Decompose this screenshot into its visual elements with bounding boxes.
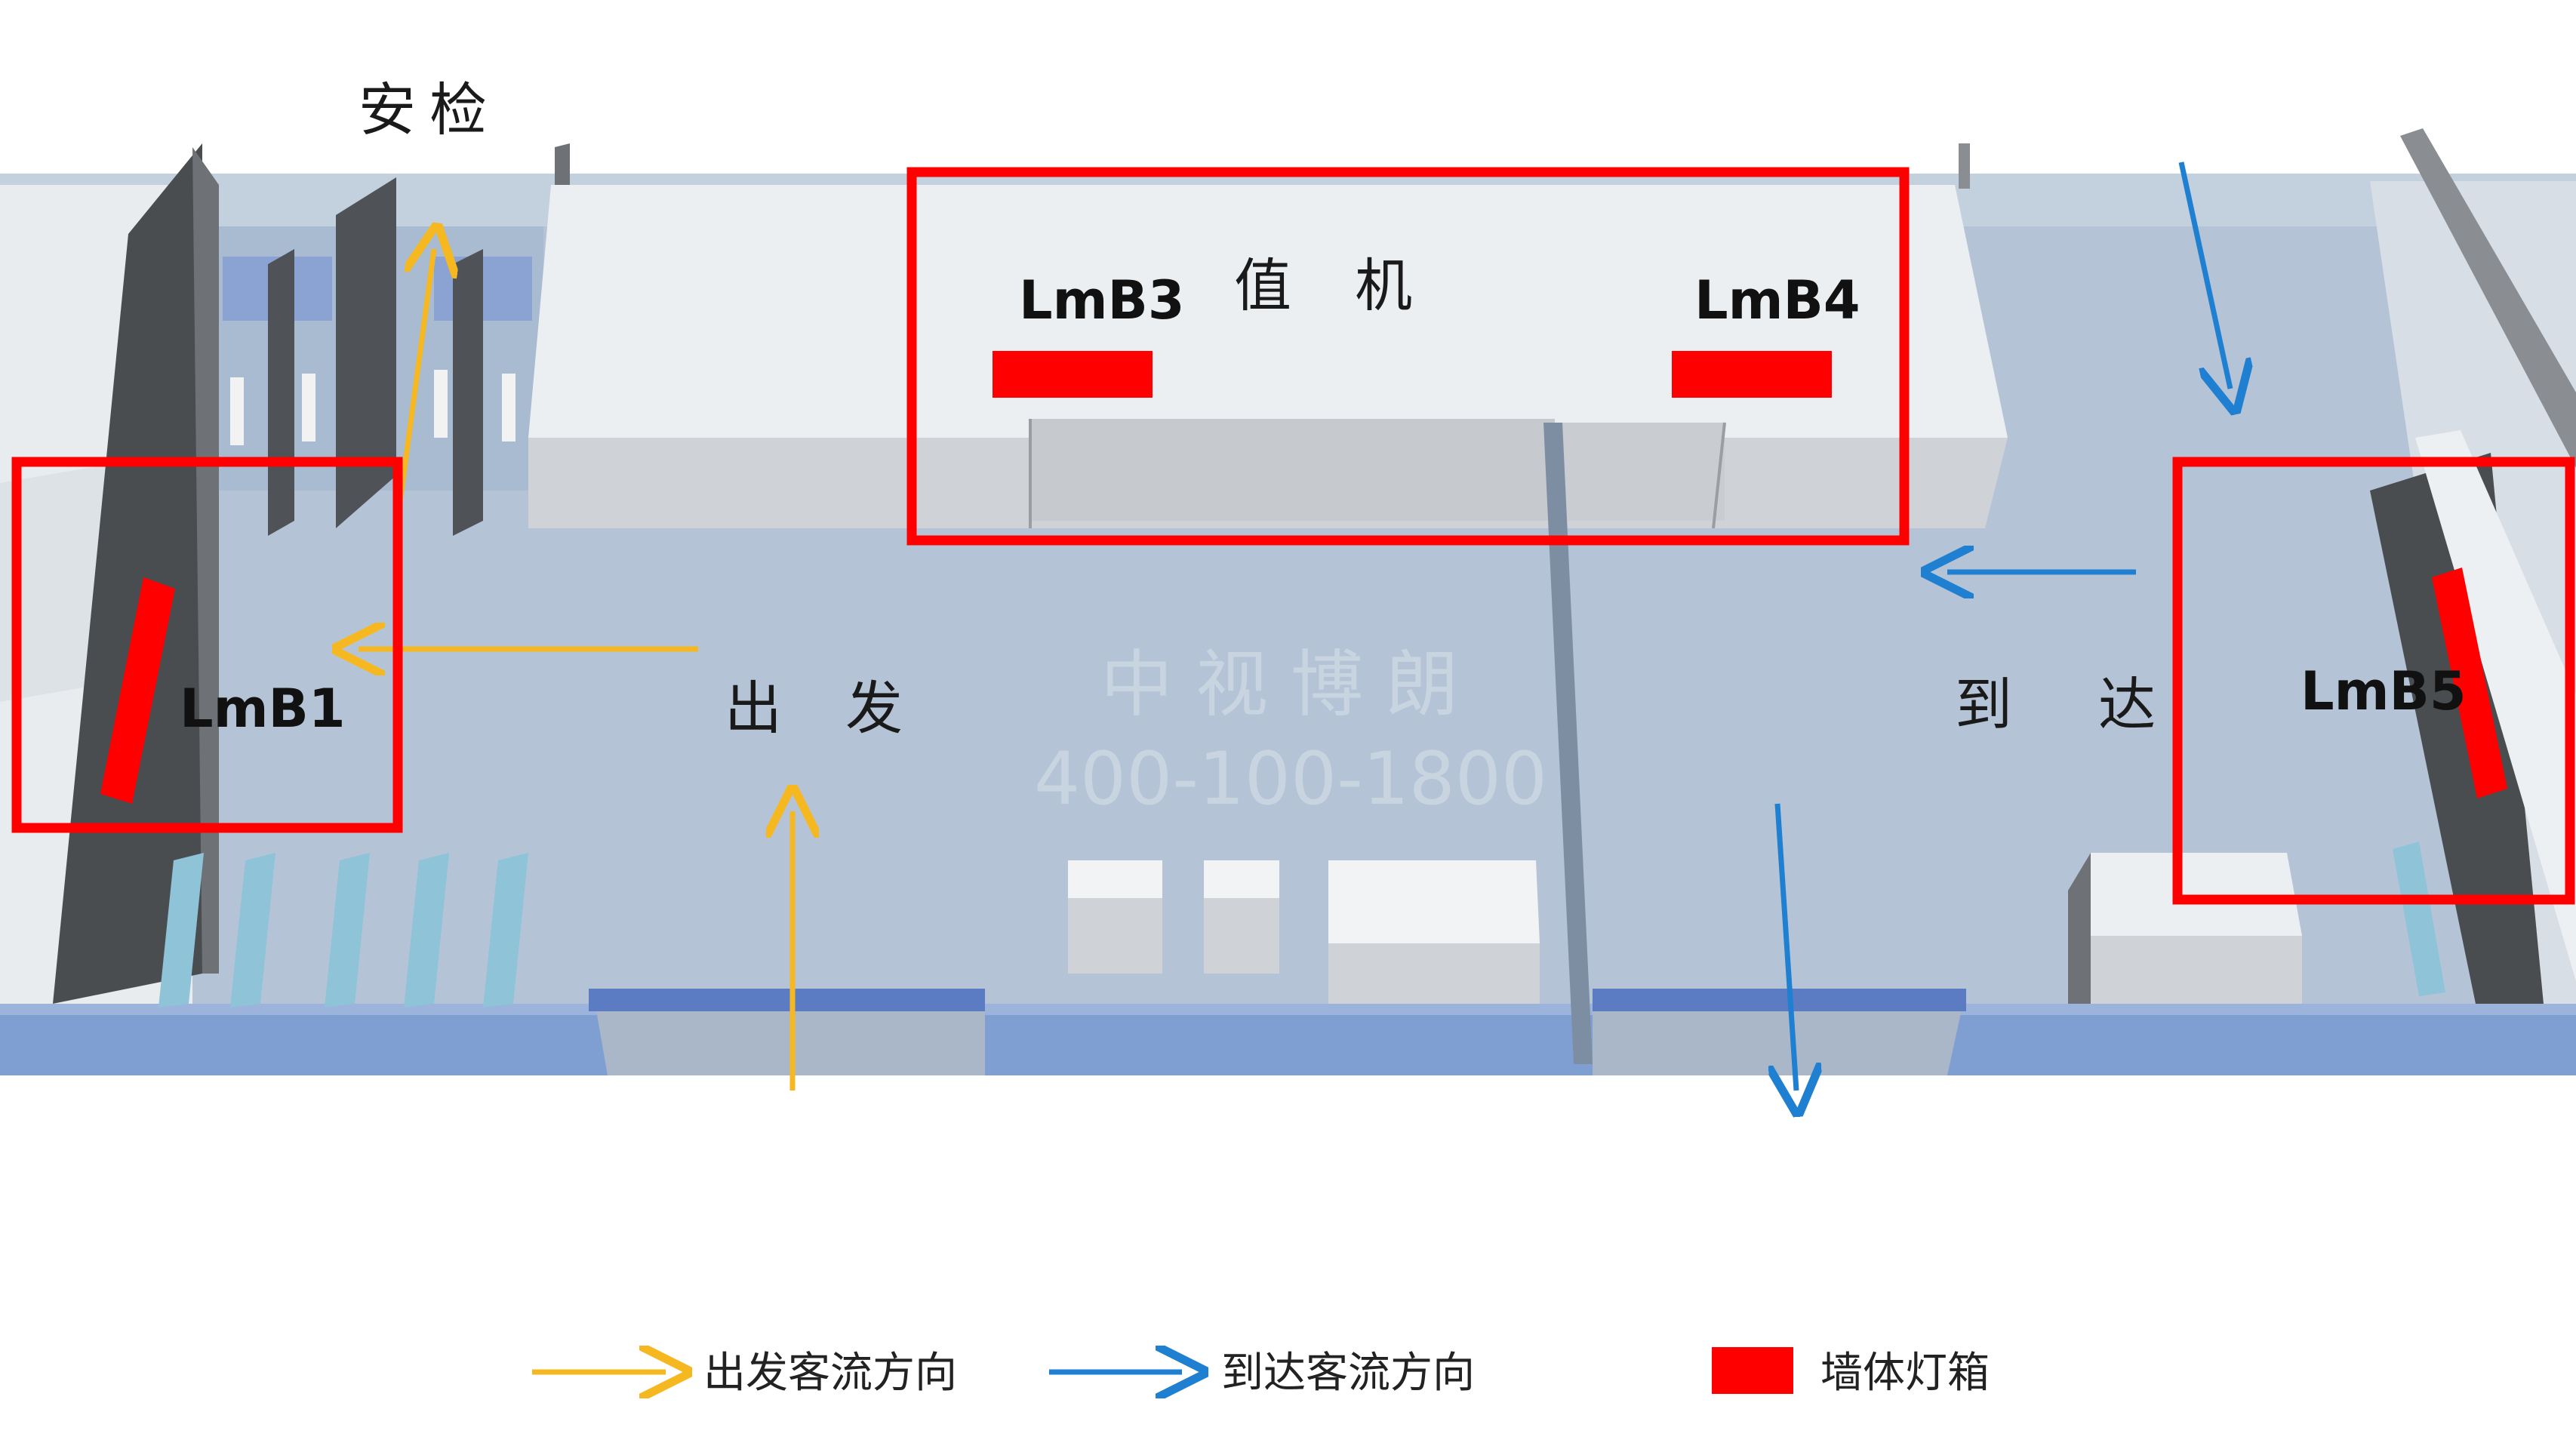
checkin-counters — [528, 143, 2008, 529]
zone-label-arrival: 到 达 — [1955, 671, 2190, 738]
legend-lightbox-swatch — [1712, 1347, 1793, 1394]
sign-label-b5: LmB5 — [2301, 660, 2467, 722]
wall-lightboxes — [100, 351, 2507, 804]
sign-label-b4: LmB4 — [1694, 269, 1860, 331]
lightbox-b5 — [2432, 568, 2507, 798]
right-wall-section — [2370, 128, 2576, 1004]
sign-label-b3: LmB3 — [1019, 269, 1185, 331]
zone-label-checkin: 值 机 — [1234, 252, 1435, 319]
arrival-arrow-exit — [1777, 803, 1796, 1091]
floor-blocks — [1068, 853, 2302, 1004]
legend: 出发客流方向 到达客流方向 墙体灯箱 — [532, 1347, 1990, 1398]
watermark-phone: 400-100-1800 — [1034, 737, 1547, 821]
zone-label-security: 安检 — [359, 76, 500, 143]
departure-flow-arrows — [359, 249, 792, 1091]
frame-b5 — [2172, 457, 2575, 905]
kiosk-row — [158, 841, 2445, 1008]
frame-b3-b4 — [906, 167, 1910, 546]
zone-label-departure: 出 发 — [725, 675, 925, 742]
left-wall-section — [0, 143, 219, 1004]
frame-b1 — [11, 457, 403, 833]
departure-arrow-security — [397, 249, 434, 503]
legend-departure-label: 出发客流方向 — [703, 1349, 957, 1398]
arrival-arrow-entry — [2178, 162, 2230, 389]
arrival-flow-arrows — [1777, 162, 2230, 1091]
legend-arrival-label: 到达客流方向 — [1221, 1349, 1475, 1398]
sign-label-b1: LmB1 — [180, 678, 346, 740]
legend-lightbox-label: 墙体灯箱 — [1820, 1349, 1990, 1398]
highlight-frames — [11, 167, 2575, 905]
watermark-name: 中视博朗 — [1100, 642, 1481, 727]
lightbox-b1 — [100, 577, 175, 804]
front-counters — [589, 989, 1966, 1075]
center-divider-wall — [1543, 423, 1593, 1064]
lightbox-b4 — [1672, 351, 1832, 398]
lightbox-b3 — [993, 351, 1153, 398]
